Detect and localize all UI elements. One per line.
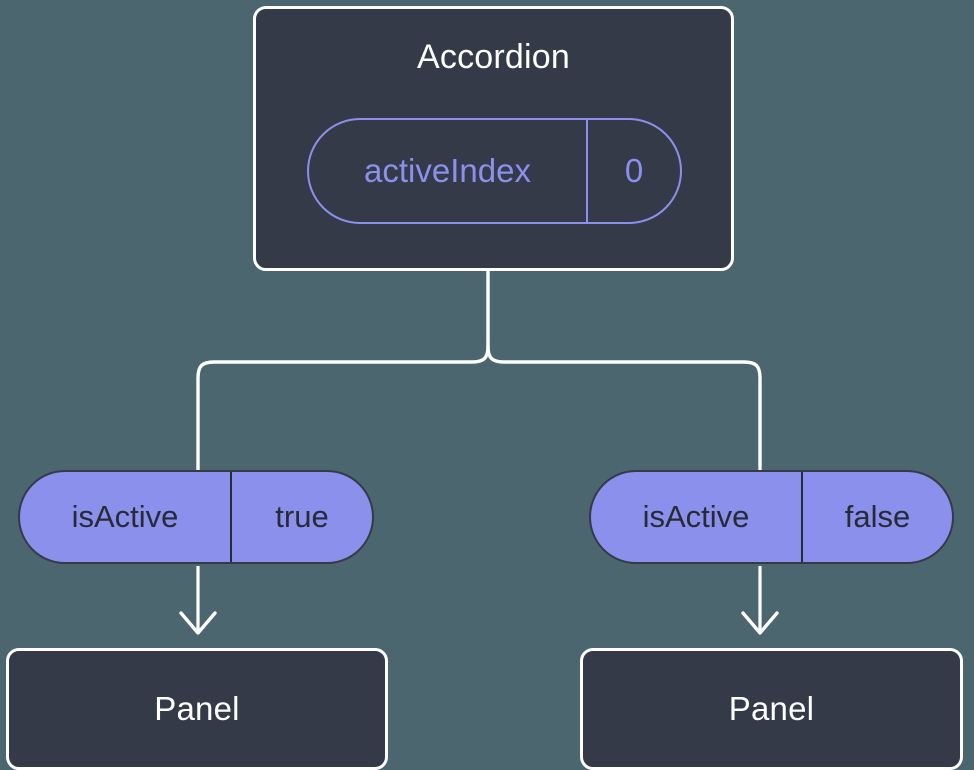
pill-is-active-true-key: isActive bbox=[71, 499, 179, 534]
pill-is-active-true[interactable]: isActive true bbox=[18, 470, 374, 564]
node-accordion-title: Accordion bbox=[417, 38, 570, 76]
node-panel-left-title: Panel bbox=[154, 689, 240, 727]
node-panel-left[interactable]: Panel bbox=[6, 648, 388, 770]
arrowhead-left bbox=[179, 611, 217, 635]
pill-is-active-true-value: true bbox=[275, 499, 329, 534]
pill-divider bbox=[801, 472, 803, 562]
node-panel-right-title: Panel bbox=[728, 689, 815, 727]
arrowhead-right bbox=[741, 611, 779, 635]
pill-is-active-false-key: isActive bbox=[642, 499, 750, 534]
badge-active-index-key: activeIndex bbox=[364, 152, 531, 189]
badge-active-index-value: 0 bbox=[624, 152, 644, 189]
edge-root-to-split bbox=[486, 269, 762, 472]
pill-is-active-false[interactable]: isActive false bbox=[589, 470, 954, 564]
edge-split-to-left bbox=[196, 344, 490, 472]
pill-is-active-false-value: false bbox=[844, 499, 911, 534]
badge-active-index[interactable]: activeIndex 0 bbox=[307, 118, 682, 224]
pill-divider bbox=[230, 472, 232, 562]
badge-divider bbox=[586, 120, 588, 222]
node-panel-right[interactable]: Panel bbox=[580, 648, 963, 770]
